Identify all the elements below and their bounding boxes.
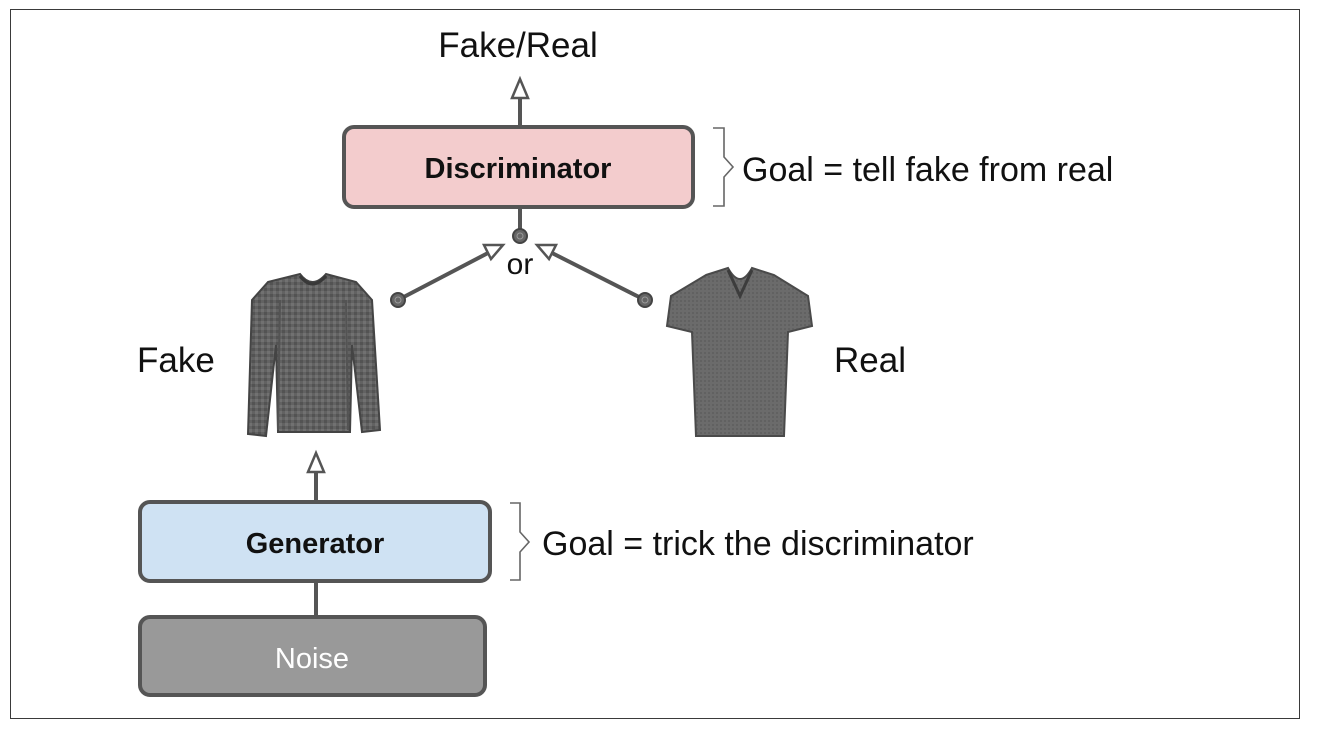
generator-goal: Goal = trick the discriminator bbox=[542, 525, 974, 563]
discriminator-label: Discriminator bbox=[425, 153, 612, 185]
fake-input-arrow-head bbox=[481, 243, 506, 262]
generator-box: Generator bbox=[138, 500, 492, 583]
real-label: Real bbox=[834, 341, 906, 380]
junction-node bbox=[512, 228, 528, 244]
fake-label: Fake bbox=[137, 341, 215, 380]
output-label: Fake/Real bbox=[438, 26, 598, 65]
real-tshirt-image bbox=[665, 266, 814, 437]
discriminator-goal: Goal = tell fake from real bbox=[742, 151, 1113, 189]
generator-goal-bracket bbox=[510, 502, 531, 581]
noise-box: Noise bbox=[138, 615, 487, 697]
fake-input-line bbox=[397, 251, 489, 302]
discriminator-goal-bracket bbox=[713, 127, 735, 207]
diagram-frame bbox=[10, 9, 1300, 719]
real-input-line bbox=[551, 251, 646, 302]
generator-label: Generator bbox=[246, 528, 385, 560]
real-input-arrow-head bbox=[534, 243, 559, 262]
fake-sweater-image bbox=[246, 272, 382, 438]
generator-output-arrow-head bbox=[306, 449, 326, 474]
noise-label: Noise bbox=[275, 643, 349, 675]
or-label: or bbox=[507, 248, 534, 281]
real-source-node bbox=[637, 292, 653, 308]
output-arrow-head bbox=[510, 75, 530, 100]
fake-source-node bbox=[390, 292, 406, 308]
discriminator-box: Discriminator bbox=[342, 125, 695, 209]
